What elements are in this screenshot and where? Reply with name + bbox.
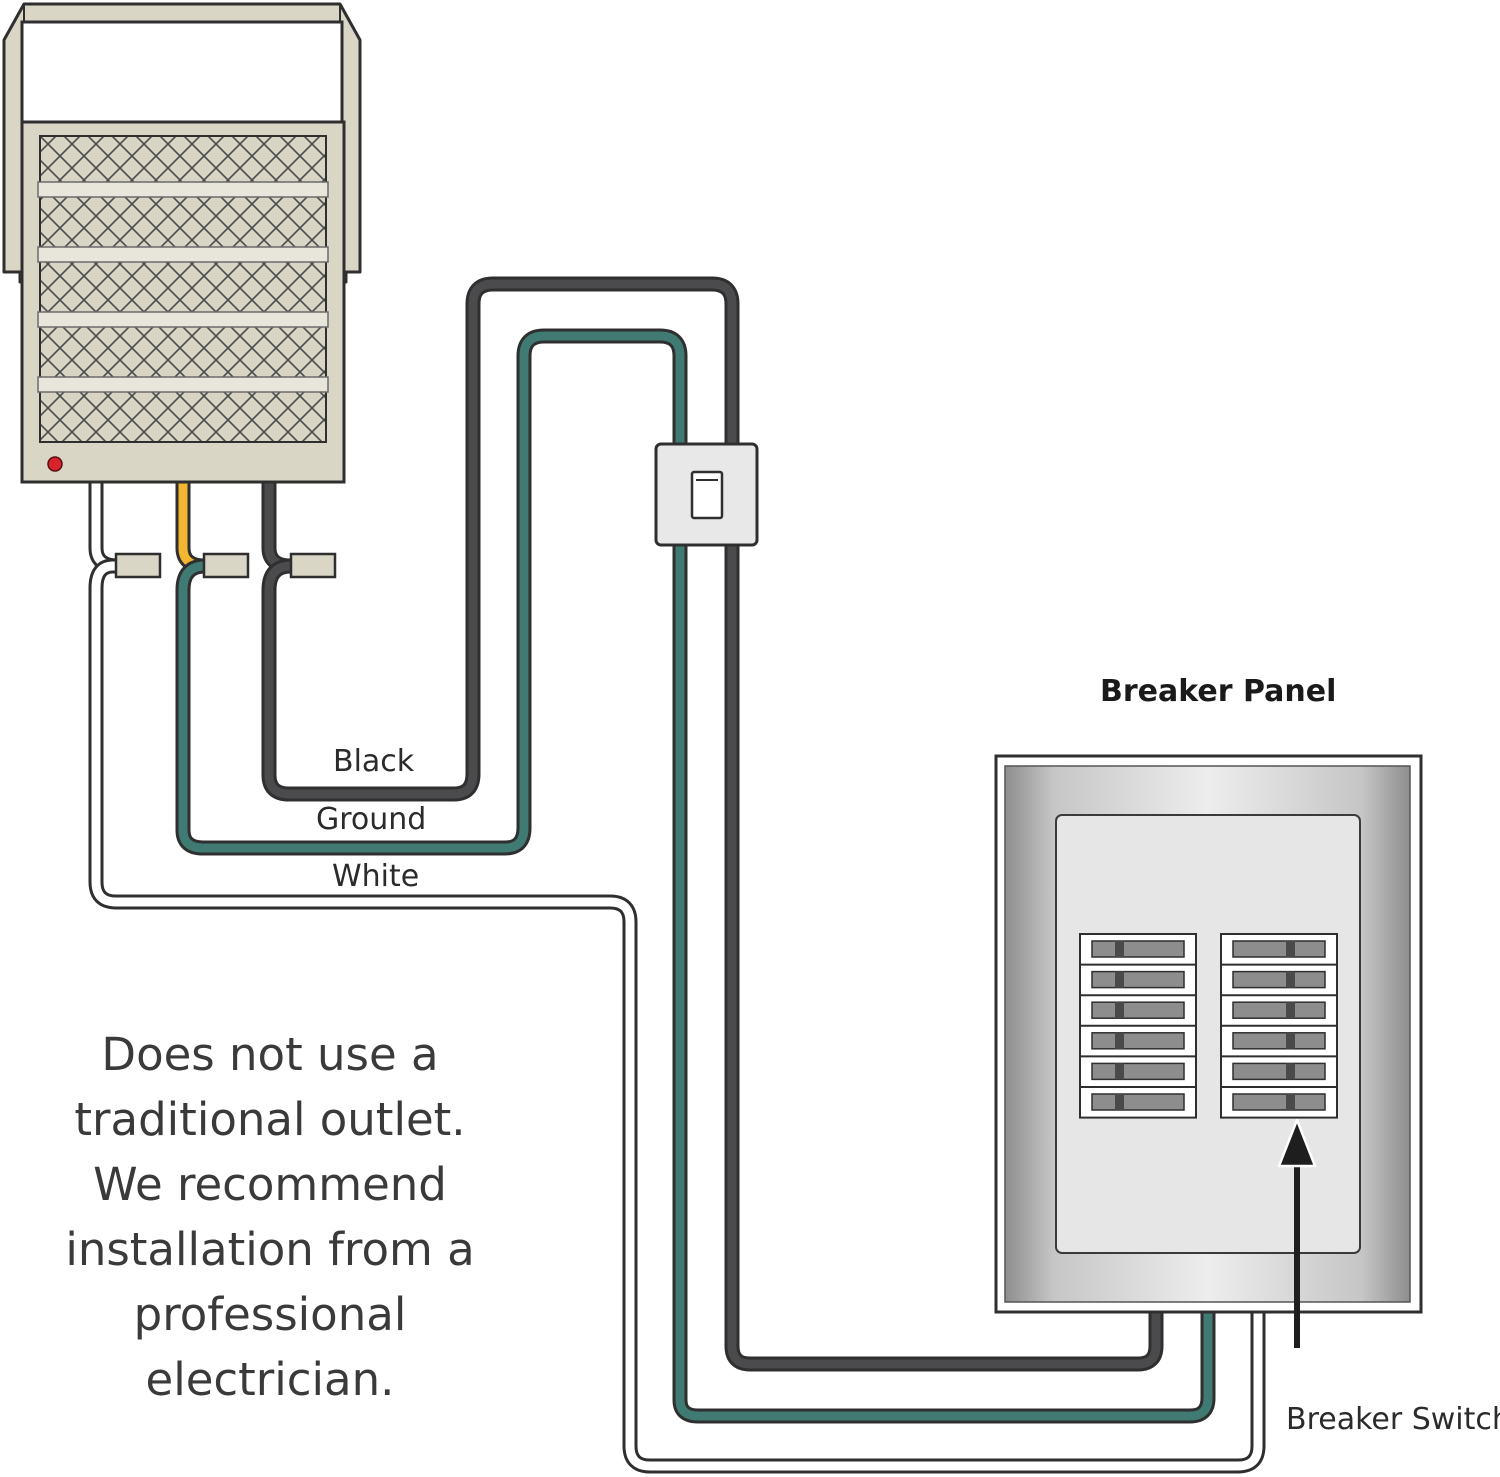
note-line: Does not use a xyxy=(101,1028,439,1081)
breaker xyxy=(1221,963,1337,989)
wire-nut-ground xyxy=(202,552,250,579)
white-wire xyxy=(88,474,1266,1474)
breaker xyxy=(1221,1055,1337,1081)
breaker xyxy=(1221,1086,1337,1111)
note-line: electrician. xyxy=(145,1353,395,1406)
wire-nut-black xyxy=(289,552,337,579)
black-wire xyxy=(261,276,1164,1372)
breaker-switch-arrow xyxy=(1277,1118,1317,1348)
breaker xyxy=(1221,994,1337,1019)
note-line: professional xyxy=(133,1288,407,1341)
breaker xyxy=(1080,963,1196,989)
breaker-panel-label: Breaker Panel xyxy=(1100,674,1337,709)
note-line: We recommend xyxy=(93,1158,447,1211)
black-wire-label: Black xyxy=(333,744,415,779)
breaker xyxy=(1080,994,1196,1019)
wire-nut-white xyxy=(114,552,162,579)
white-wire-label: White xyxy=(332,859,420,894)
breaker xyxy=(1232,940,1326,958)
breaker-switch-label: Breaker Switch xyxy=(1286,1402,1500,1437)
breaker-array xyxy=(1079,933,1338,1119)
panel-interior xyxy=(1055,814,1361,1254)
heater-front-panel xyxy=(20,20,344,124)
installation-note: Does not use a traditional outlet. We re… xyxy=(50,1022,490,1412)
wall-switch xyxy=(654,442,759,547)
breaker xyxy=(1080,1086,1196,1111)
note-line: traditional outlet. xyxy=(74,1093,466,1146)
breaker xyxy=(1221,1024,1337,1050)
heater-louvers xyxy=(37,181,329,393)
wires xyxy=(88,276,1266,1474)
ground-wire xyxy=(175,328,1216,1424)
breaker xyxy=(1091,940,1185,958)
switch-toggle xyxy=(690,470,724,520)
breaker xyxy=(1080,1024,1196,1050)
note-line: installation from a xyxy=(65,1223,475,1276)
wire-connectors xyxy=(114,552,337,579)
breaker xyxy=(1080,1055,1196,1081)
heater-unit xyxy=(2,2,362,484)
power-indicator-light xyxy=(47,456,63,472)
breaker-panel xyxy=(994,754,1423,1314)
ground-wire-label: Ground xyxy=(316,802,427,837)
